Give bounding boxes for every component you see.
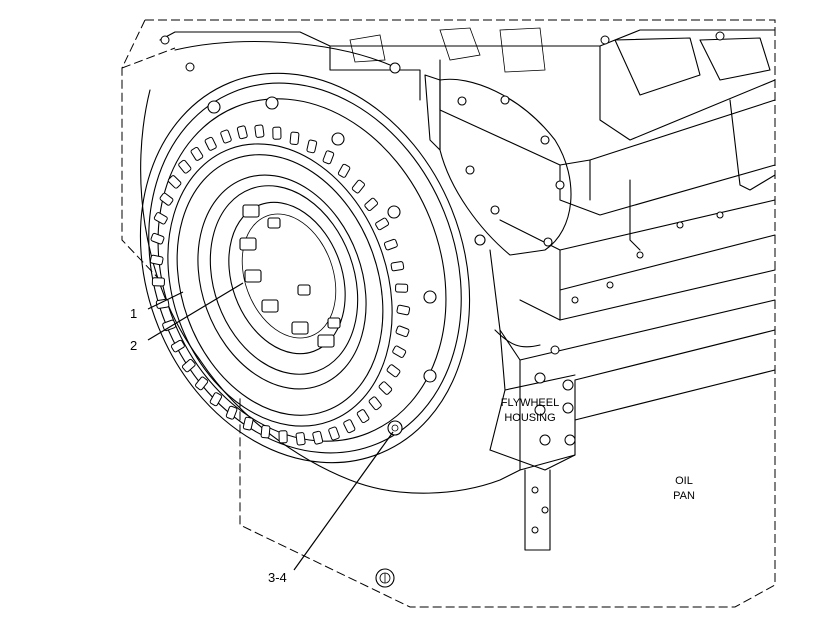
gear-tooth <box>220 129 232 144</box>
oil-pan-label-line2: PAN <box>673 490 695 502</box>
gear-tooth <box>178 159 192 174</box>
gear-tooth <box>272 126 282 140</box>
gear-tooth <box>395 283 409 293</box>
gear-tooth <box>322 150 335 165</box>
gear-tooth <box>383 238 398 251</box>
gear-tooth <box>375 217 390 231</box>
gear-tooth <box>159 192 174 206</box>
callout-2: 2 <box>130 338 137 353</box>
gear-tooth <box>396 304 411 316</box>
gear-tooth <box>289 131 300 145</box>
drive-plate-teeth <box>149 124 411 446</box>
gear-tooth <box>390 261 405 272</box>
gear-tooth <box>150 232 165 245</box>
gear-tooth <box>356 409 370 424</box>
gear-tooth <box>306 139 318 154</box>
gear-tooth <box>378 381 393 395</box>
gear-tooth <box>242 416 254 431</box>
oil-pan-label-line1: OIL <box>675 475 693 487</box>
gear-tooth <box>181 358 196 373</box>
gear-tooth <box>254 124 265 138</box>
gear-tooth <box>343 419 356 434</box>
gear-tooth <box>364 197 379 212</box>
leader-lines <box>147 282 394 571</box>
gear-tooth <box>312 430 324 445</box>
hub-studs <box>239 204 341 348</box>
inspection-cover <box>424 74 572 256</box>
gear-tooth <box>153 212 168 225</box>
gear-tooth <box>195 376 209 391</box>
gear-tooth <box>395 325 410 338</box>
gear-tooth <box>170 339 185 353</box>
gear-tooth <box>209 392 223 407</box>
gear-tooth <box>149 254 164 266</box>
gear-tooth <box>392 345 407 358</box>
gear-tooth <box>328 426 340 441</box>
drive-plate <box>149 124 411 446</box>
gear-tooth <box>295 432 306 446</box>
drain-plug <box>375 568 395 588</box>
gear-tooth <box>368 396 382 411</box>
gear-tooth <box>236 125 248 140</box>
gear-tooth <box>351 179 365 194</box>
gear-tooth <box>204 136 217 151</box>
callout-1: 1 <box>130 306 137 321</box>
flywheel-housing-label-line2: HOUSING <box>504 412 555 424</box>
phantom-outlines <box>121 19 776 608</box>
gear-tooth <box>278 430 288 444</box>
gear-tooth <box>151 277 165 287</box>
gear-tooth <box>225 405 238 420</box>
gear-tooth <box>162 319 177 332</box>
gear-tooth <box>167 175 182 189</box>
gear-tooth <box>386 364 401 378</box>
gear-tooth <box>260 425 271 439</box>
gear-tooth <box>190 146 204 161</box>
gear-tooth <box>337 163 351 178</box>
flywheel-housing-label-line1: FLYWHEEL <box>501 397 559 409</box>
callout-3-4: 3-4 <box>268 570 287 585</box>
